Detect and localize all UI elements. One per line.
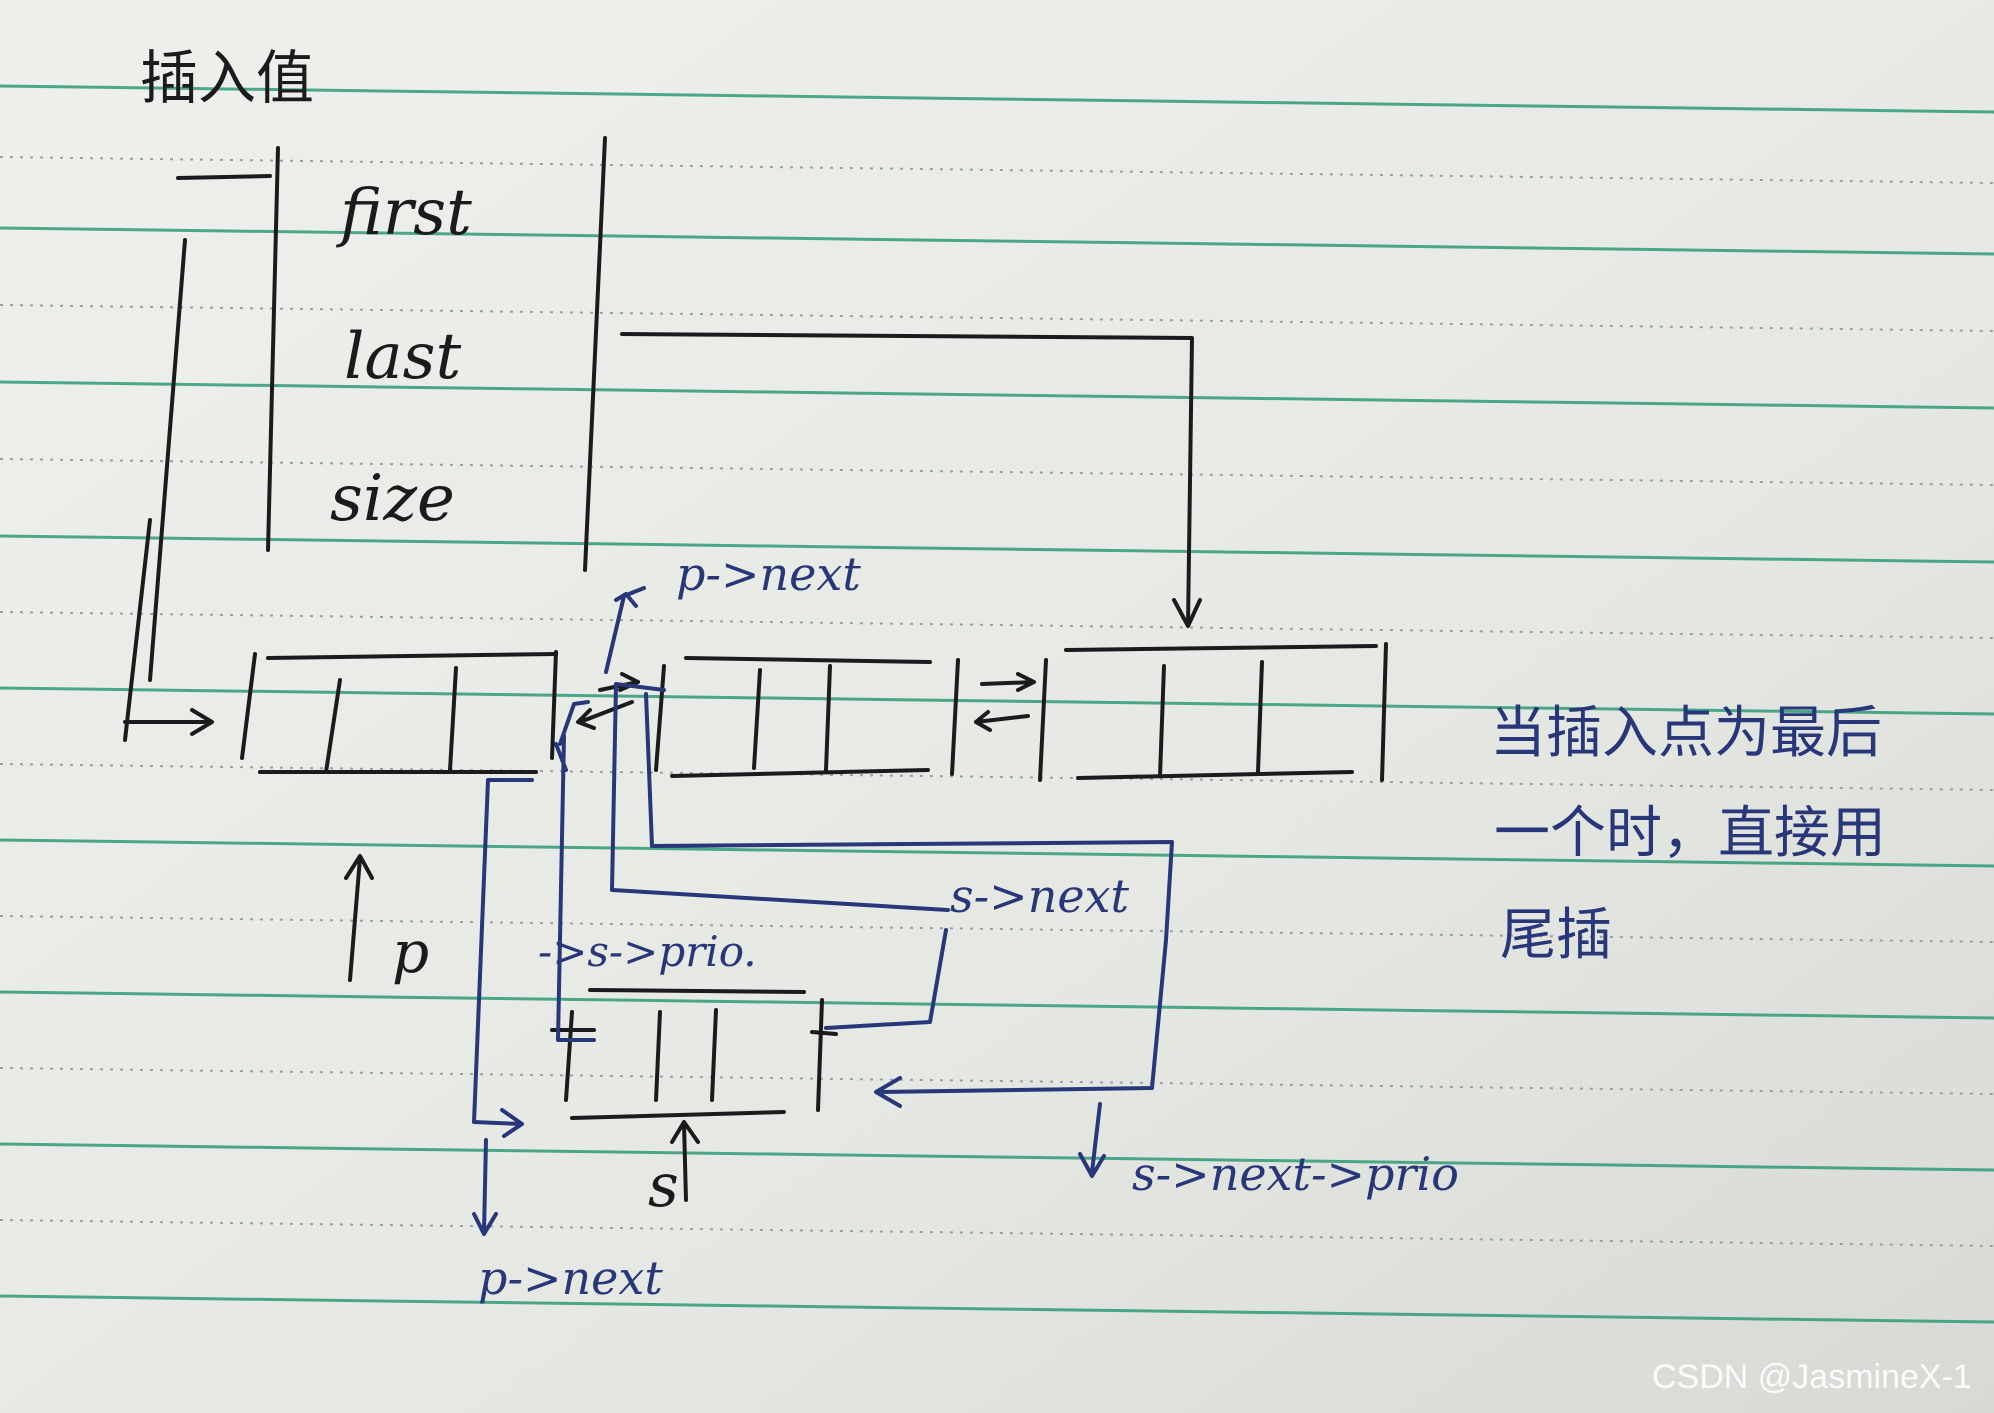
csdn-watermark: CSDN @JasmineX-1 [1652, 1358, 1972, 1396]
label-s-next-prio: s->next->prio [1132, 1147, 1459, 1201]
node-s-top [590, 990, 804, 992]
field-last: last [344, 320, 461, 394]
label-s-prio: ->s->prio. [538, 927, 757, 976]
note-line-2: 一个时，直接用 [1494, 801, 1886, 866]
struct-box-top-tick [178, 176, 270, 178]
field-first: first [336, 176, 472, 250]
note-line-3: 尾插 [1500, 903, 1612, 968]
label-p-next-top: p->next [676, 547, 861, 601]
label-p: p [392, 918, 429, 986]
page-title: 插入值 [140, 44, 314, 112]
field-size: size [330, 462, 455, 536]
label-s-next: s->next [950, 869, 1129, 923]
label-s: s [648, 1151, 679, 1221]
node-s-right-tick [812, 1032, 836, 1034]
label-p-next-bottom: p->next [478, 1251, 663, 1305]
note-line-1: 当插入点为最后 [1490, 701, 1882, 766]
